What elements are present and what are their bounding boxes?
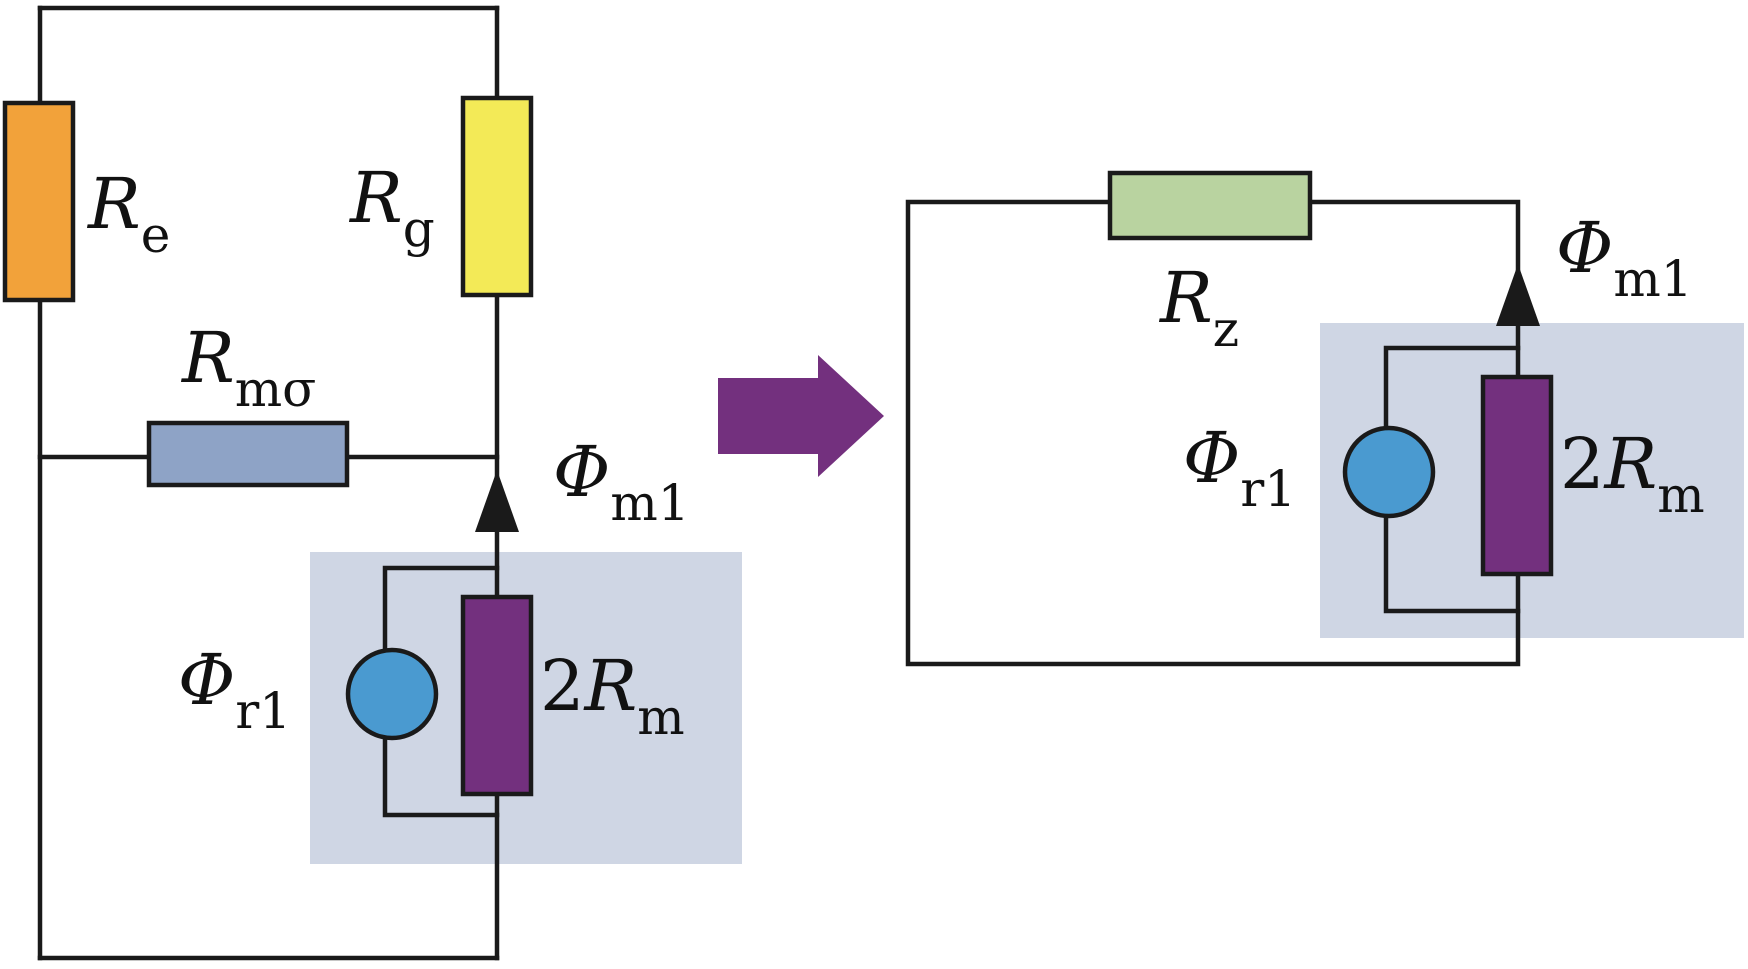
left-label-flux-m1: Φm1 [553, 431, 690, 532]
left-resistor-Re [2, 100, 76, 303]
left-circuit: Re Rg Rmσ Φm1 Φr1 2Rm [2, 5, 742, 961]
right-label-Rz: Rz [1158, 257, 1239, 358]
right-circuit: Rz Φm1 Φr1 2Rm [905, 170, 1744, 667]
left-resistor-2Rm [460, 594, 534, 797]
right-resistor-2Rm [1480, 374, 1554, 577]
left-label-Re: Re [86, 163, 170, 264]
right-label-2Rm: 2Rm [1560, 423, 1705, 524]
right-magnet-source [1342, 425, 1436, 519]
right-label-flux-m1: Φm1 [1556, 207, 1693, 308]
right-label-flux-r1: Φr1 [1183, 417, 1296, 518]
left-flux-arrow-icon [475, 470, 519, 532]
right-resistor-Rz [1107, 170, 1313, 241]
right-flux-arrow-icon [1496, 264, 1540, 326]
transform-arrow-icon [718, 355, 884, 477]
left-label-Rg: Rg [348, 157, 435, 258]
left-magnet-source [345, 647, 439, 741]
left-label-Rmsigma: Rmσ [180, 317, 316, 418]
left-resistor-Rg [460, 95, 534, 298]
left-label-2Rm: 2Rm [540, 645, 685, 746]
left-resistor-Rmsigma [146, 420, 350, 488]
left-label-flux-r1: Φr1 [178, 639, 291, 740]
right-wire-loop [905, 199, 1521, 667]
